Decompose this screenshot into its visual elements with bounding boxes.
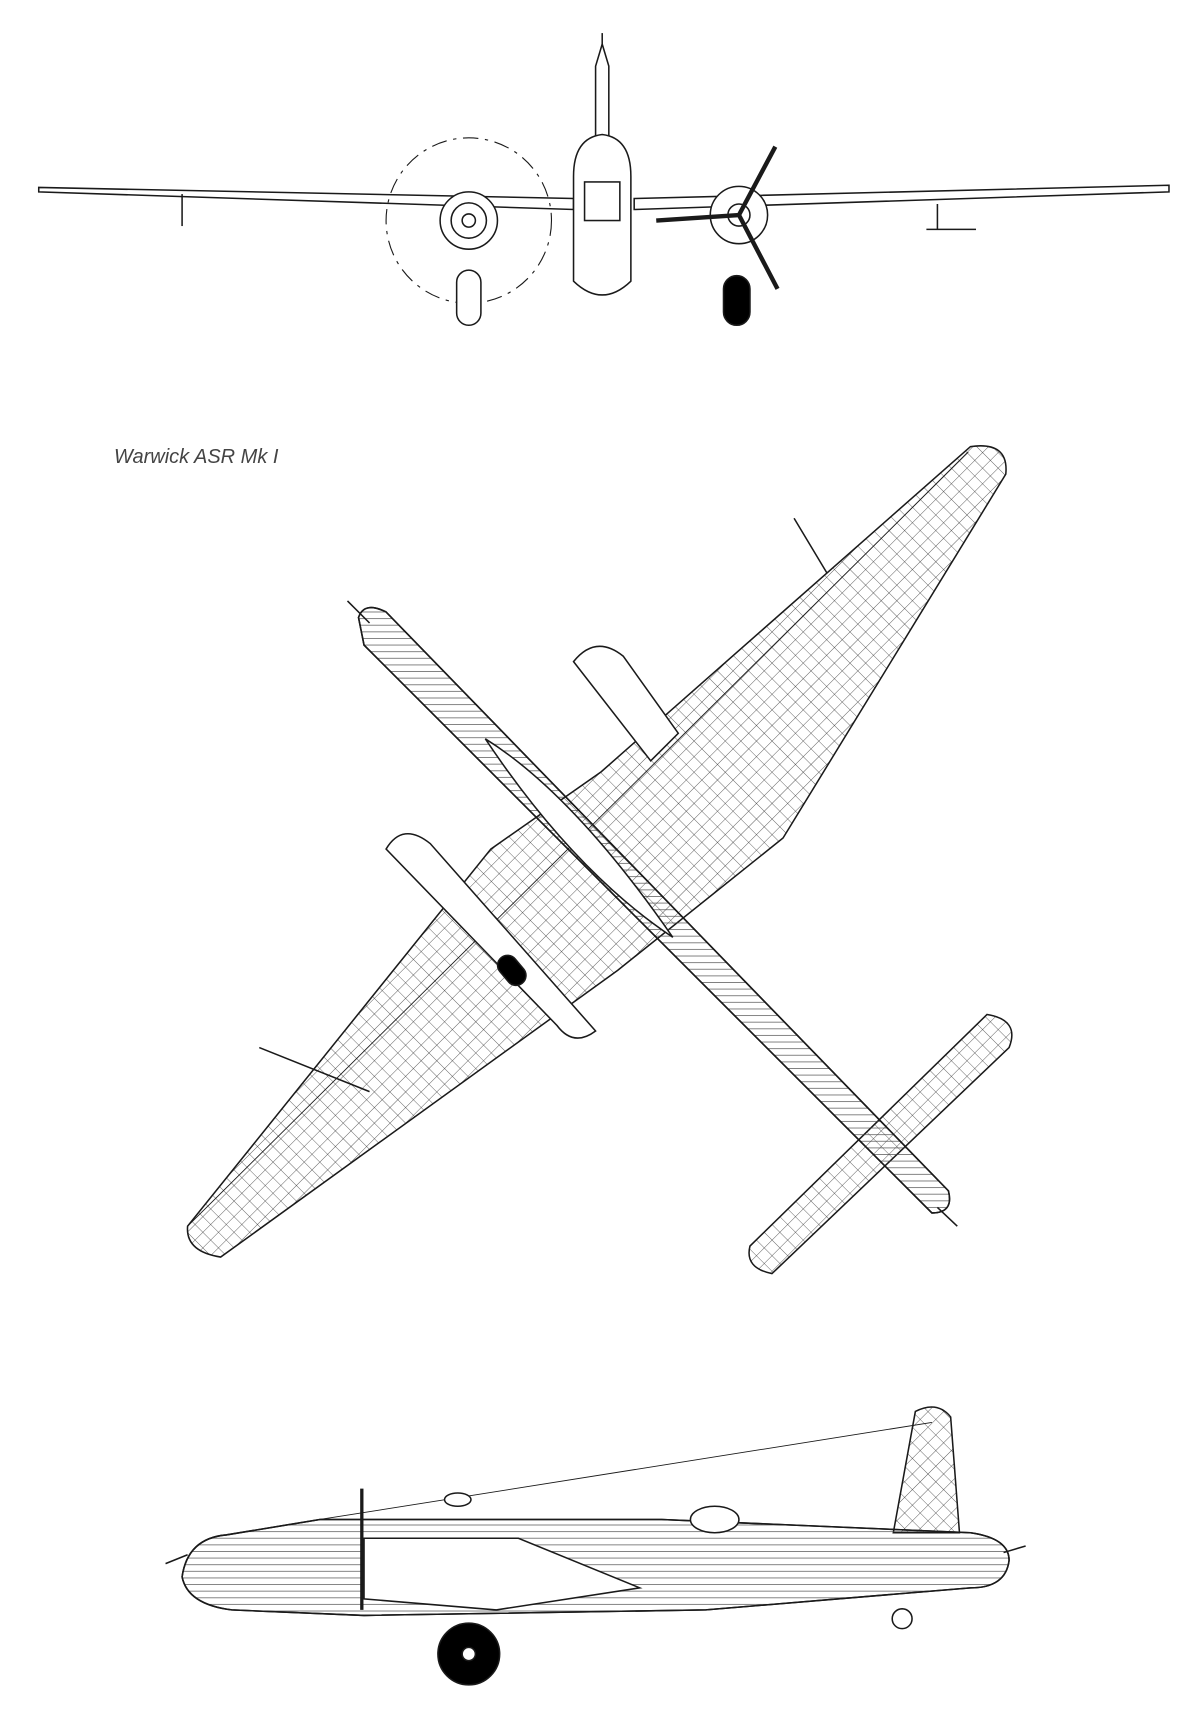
side-view [165, 1406, 1026, 1686]
fin-side [892, 1406, 961, 1534]
main-wheel-front [722, 274, 751, 327]
left-engine-plan [385, 833, 597, 1039]
right-engine-plan [572, 645, 680, 763]
front-view [37, 33, 1170, 327]
engine-nacelle-side [363, 1537, 643, 1611]
plan-view [186, 445, 1013, 1275]
drawing-title: Warwick ASR Mk I [114, 446, 279, 468]
fuselage-side [181, 1518, 1010, 1617]
